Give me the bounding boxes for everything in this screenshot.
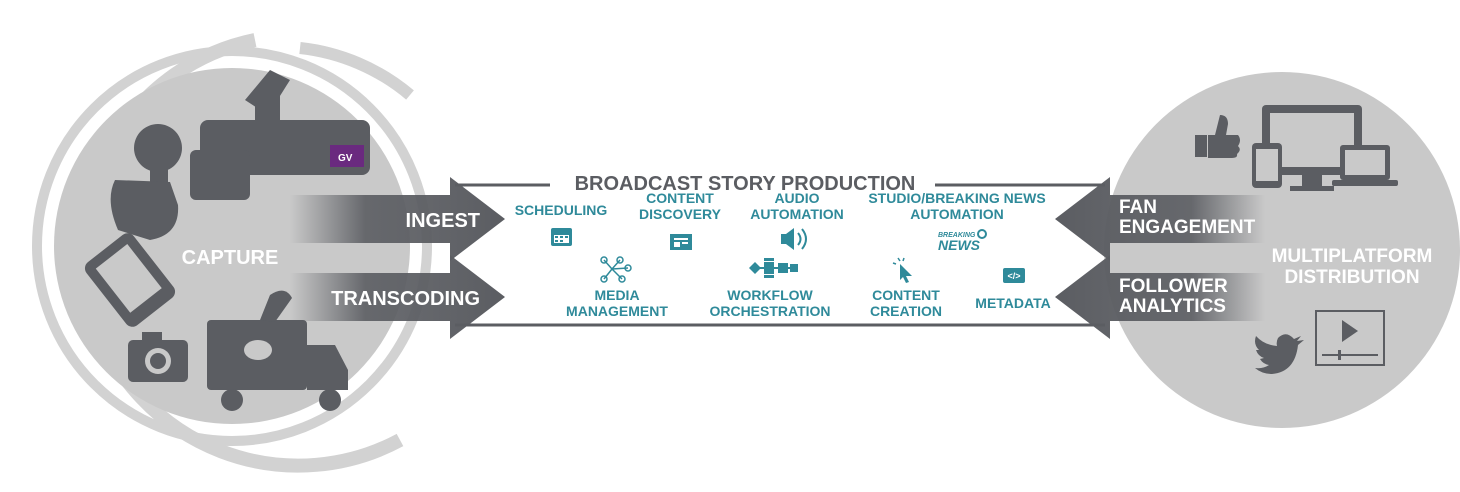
fan-engagement-label-2: ENGAGEMENT (1119, 217, 1256, 238)
content-discovery-label-1: CONTENT (646, 190, 714, 206)
smartphone-icon (84, 233, 176, 327)
workflow-orchestration-label-1: WORKFLOW (727, 287, 813, 303)
media-management-item: MEDIA MANAGEMENT (566, 256, 668, 319)
microphone-hand-icon (110, 124, 182, 240)
content-creation-item: CONTENT CREATION (870, 257, 942, 319)
breaking-news-label-1: STUDIO/BREAKING NEWS (868, 190, 1045, 206)
outer-ring-arc-2 (299, 42, 414, 100)
camera-icon (128, 332, 188, 382)
content-creation-label-2: CREATION (870, 303, 942, 319)
speaker-icon (781, 228, 807, 250)
laptop-icon (1332, 145, 1398, 186)
audio-automation-label-2: AUTOMATION (750, 206, 844, 222)
network-nodes-icon (600, 256, 632, 283)
audio-automation-label-1: AUDIO (774, 190, 819, 206)
distribution-label-1: MULTIPLATFORM (1272, 246, 1433, 267)
follower-analytics-arrow[interactable]: FOLLOWER ANALYTICS (1055, 255, 1265, 339)
capture-label: CAPTURE (182, 247, 279, 269)
distribution-label-2: DISTRIBUTION (1284, 267, 1419, 288)
breaking-news-label-2: AUTOMATION (910, 206, 1004, 222)
twitter-bird-icon (1255, 334, 1304, 374)
workflow-icon (749, 258, 798, 278)
calendar-icon (551, 228, 572, 246)
audio-automation-item: AUDIO AUTOMATION (750, 190, 844, 250)
video-player-icon (1315, 310, 1385, 366)
svg-text:BREAKING: BREAKING (938, 232, 976, 239)
code-tag-icon: </> (1003, 268, 1025, 283)
follower-analytics-label-1: FOLLOWER (1119, 276, 1228, 297)
band-title: BROADCAST STORY PRODUCTION (575, 173, 916, 195)
tablet-icon (1252, 143, 1282, 188)
center-band: BROADCAST STORY PRODUCTION (455, 173, 1105, 327)
ingest-label: INGEST (406, 210, 480, 232)
svg-text:NEWS: NEWS (938, 237, 981, 253)
capture-ring (32, 46, 432, 446)
svg-text:GV: GV (338, 153, 353, 164)
fan-engagement-arrow[interactable]: FAN ENGAGEMENT (1055, 177, 1265, 261)
fan-engagement-label-1: FAN (1119, 197, 1157, 218)
svg-text:</>: </> (1007, 271, 1020, 281)
transcoding-label: TRANSCODING (331, 288, 480, 310)
content-discovery-label-2: DISCOVERY (639, 206, 722, 222)
thumbs-up-icon (1195, 115, 1240, 158)
metadata-label: METADATA (975, 295, 1050, 311)
distribution-group: MULTIPLATFORM DISTRIBUTION (1104, 72, 1460, 428)
transcoding-arrow[interactable]: TRANSCODING (290, 255, 505, 339)
cursor-click-icon (892, 257, 912, 283)
metadata-item: </> METADATA (975, 268, 1051, 311)
workflow-orchestration-item: WORKFLOW ORCHESTRATION (709, 258, 831, 319)
newspaper-icon (670, 234, 692, 250)
capture-group: GV CAPTURE (32, 33, 432, 473)
content-discovery-item: CONTENT DISCOVERY (639, 190, 722, 250)
media-management-label-2: MANAGEMENT (566, 303, 668, 319)
ingest-arrow[interactable]: INGEST (290, 177, 505, 261)
workflow-orchestration-label-2: ORCHESTRATION (709, 303, 830, 319)
satellite-truck-icon (207, 290, 348, 411)
media-management-label-1: MEDIA (594, 287, 639, 303)
camcorder-icon: GV (190, 70, 370, 200)
scheduling-item: SCHEDULING (515, 202, 608, 246)
follower-analytics-label-2: ANALYTICS (1119, 296, 1226, 317)
breaking-news-icon: BREAKING NEWS (938, 229, 987, 253)
breaking-news-item: STUDIO/BREAKING NEWS AUTOMATION BREAKING… (868, 190, 1045, 253)
scheduling-label: SCHEDULING (515, 202, 608, 218)
content-creation-label-1: CONTENT (872, 287, 940, 303)
